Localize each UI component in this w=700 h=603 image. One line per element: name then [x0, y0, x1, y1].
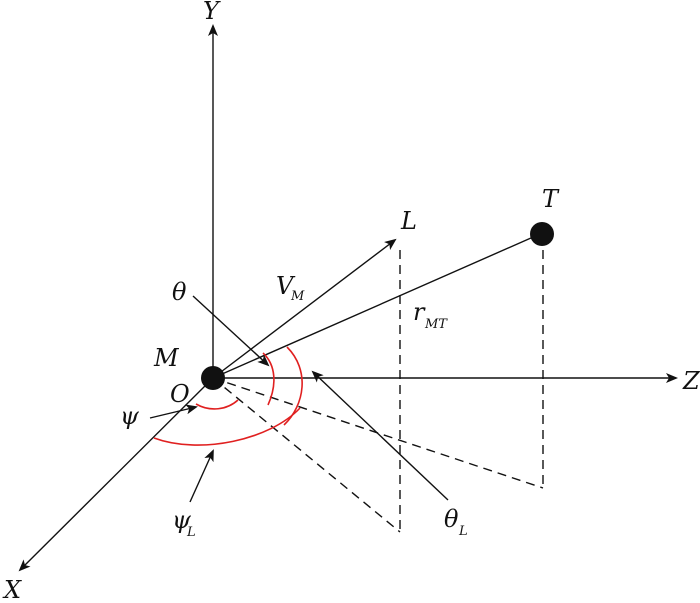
psi-label: ψ	[120, 402, 140, 430]
psi-l-arc	[153, 407, 301, 446]
psi-l-pointer	[189, 449, 214, 503]
x-axis-label: X	[2, 576, 22, 603]
theta-l-label-subscript: L	[458, 524, 468, 539]
velocity-label: V	[276, 272, 296, 300]
line-of-sight	[212, 233, 541, 379]
point-t-label: T	[542, 185, 560, 213]
range-label: r	[413, 298, 426, 326]
origin-point-m	[201, 366, 225, 390]
theta-l-label: θ	[444, 505, 459, 533]
psi-l-label-subscript: L	[186, 525, 196, 540]
psi-pointer	[149, 404, 198, 419]
point-m-label: M	[153, 344, 180, 372]
z-axis-label: Z	[682, 367, 700, 395]
theta-label: θ	[172, 278, 187, 306]
theta-pointer	[192, 295, 270, 367]
l-ground-projection	[212, 377, 401, 533]
velocity-vector	[212, 238, 397, 379]
psi-arc	[195, 399, 239, 410]
point-l-label: L	[400, 207, 417, 235]
point-o-label: O	[170, 380, 190, 408]
range-label-subscript: MT	[424, 317, 448, 332]
psi-l-label: ψ	[172, 506, 192, 534]
theta-l-pointer	[311, 370, 449, 501]
theta-l-arc	[283, 346, 303, 426]
target-point-t	[530, 222, 554, 246]
velocity-label-subscript: M	[290, 289, 305, 304]
y-axis-label: Y	[203, 0, 221, 25]
